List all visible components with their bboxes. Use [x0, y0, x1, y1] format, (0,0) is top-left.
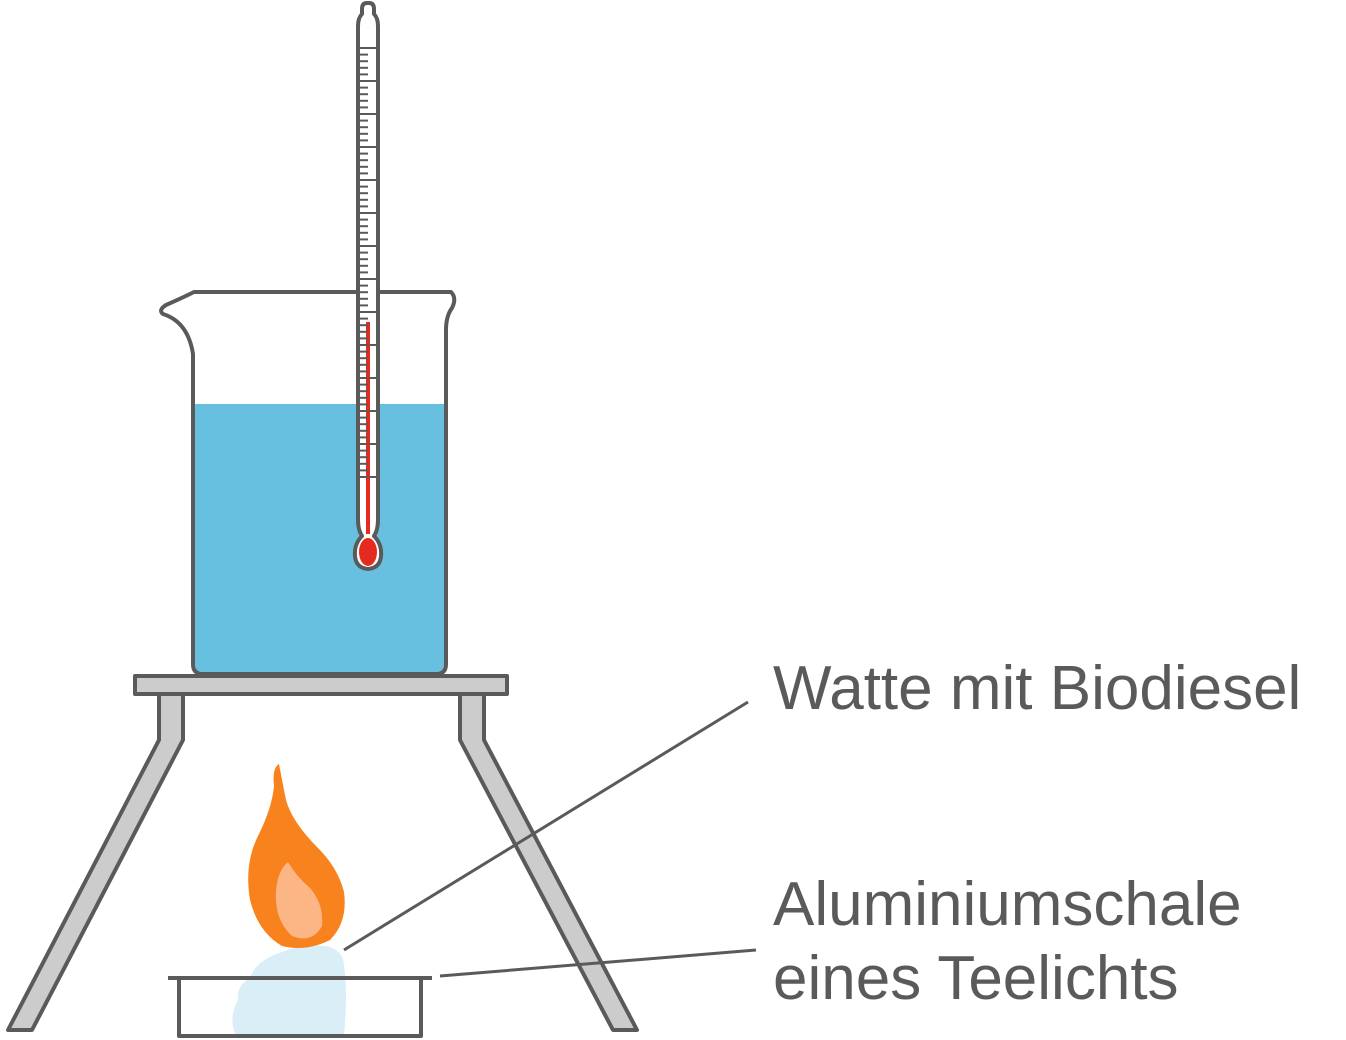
flame-outer — [248, 764, 345, 948]
label-cotton-with-biodiesel: Watte mit Biodiesel — [773, 654, 1302, 723]
flame — [248, 764, 345, 948]
flame-inner — [275, 862, 323, 939]
tripod-plate — [133, 674, 509, 696]
leader-line-watte — [343, 700, 749, 952]
beaker-water — [195, 404, 444, 672]
thermometer-bulb — [359, 538, 377, 566]
label-aluminium-dish: Aluminiumschale eines Teelichts — [773, 868, 1242, 1016]
thermometer — [352, 1, 384, 571]
label-aluminium-dish-line1: Aluminiumschale — [773, 870, 1242, 939]
leader-line-schale — [439, 948, 757, 978]
label-aluminium-dish-line2: eines Teelichts — [773, 944, 1179, 1013]
aluminium-dish — [168, 945, 432, 1038]
thermometer-scale — [360, 47, 376, 478]
tripod-left-leg — [6, 691, 185, 1032]
beaker-glass — [159, 290, 457, 676]
dish-outline — [168, 976, 432, 1038]
cotton-wool — [232, 945, 346, 1036]
leader-lines — [343, 700, 757, 978]
thermometer-liquid-column — [366, 322, 370, 534]
beaker — [159, 290, 457, 676]
